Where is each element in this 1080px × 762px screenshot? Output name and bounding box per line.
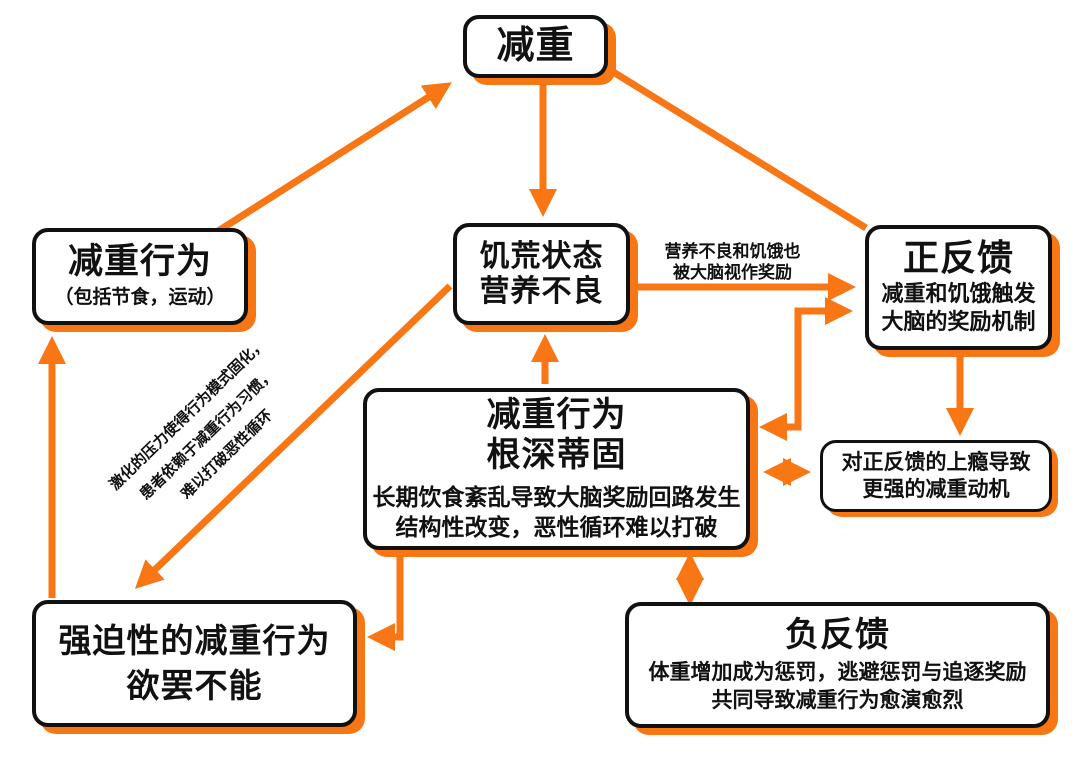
node-entrenched-title: 减重行为 根深蒂固 xyxy=(486,396,627,475)
node-entrenched-subtitle: 长期饮食紊乱导致大脑奖励回路发生 结构性改变，恶性循环难以打破 xyxy=(372,484,741,541)
node-positive-subtitle: 减重和饥饿触发 大脑的奖励机制 xyxy=(881,281,1036,334)
node-weight-loss-title: 减重 xyxy=(496,25,575,68)
node-weight-loss: 减重 xyxy=(463,15,608,78)
node-negative-feedback: 负反馈 体重增加成为惩罚，逃避惩罚与追逐奖励 共同导致减重行为愈演愈烈 xyxy=(625,602,1050,728)
node-negative-title: 负反馈 xyxy=(785,615,890,654)
node-behavior-title: 减重行为 xyxy=(67,241,212,281)
arrow-positive-entrenched-two-way xyxy=(759,297,853,441)
node-positive-feedback: 正反馈 减重和饥饿触发 大脑的奖励机制 xyxy=(865,225,1052,350)
node-weight-loss-behavior: 减重行为 （包括节食，运动） xyxy=(32,228,248,325)
node-famine-malnutrition: 饥荒状态 营养不良 xyxy=(453,223,630,325)
node-addiction-motivation: 对正反馈的上瘾导致 更强的减重动机 xyxy=(820,440,1052,512)
node-compulsive-title: 强迫性的减重行为 欲罢不能 xyxy=(58,621,331,704)
arrow-famine-to-compulsive xyxy=(134,283,453,589)
arrow-entrenched-to-compulsive xyxy=(367,552,404,651)
node-positive-title: 正反馈 xyxy=(902,237,1014,278)
node-addiction-title: 对正反馈的上瘾导致 更强的减重动机 xyxy=(841,450,1031,501)
node-compulsive-behavior: 强迫性的减重行为 欲罢不能 xyxy=(32,600,357,727)
edge-label-reward: 营养不良和饥饿也 被大脑视作奖励 xyxy=(664,242,801,283)
node-behavior-subtitle: （包括节食，运动） xyxy=(54,287,226,309)
arrow-behavior-to-weightloss xyxy=(213,82,452,236)
node-entrenched-behavior: 减重行为 根深蒂固 长期饮食紊乱导致大脑奖励回路发生 结构性改变，恶性循环难以打… xyxy=(363,388,750,550)
line-weightloss-to-positive xyxy=(608,67,868,231)
node-negative-subtitle: 体重增加成为惩罚，逃避惩罚与追逐奖励 共同导致减重行为愈演愈烈 xyxy=(648,660,1027,713)
node-famine-title: 饥荒状态 营养不良 xyxy=(479,239,604,308)
